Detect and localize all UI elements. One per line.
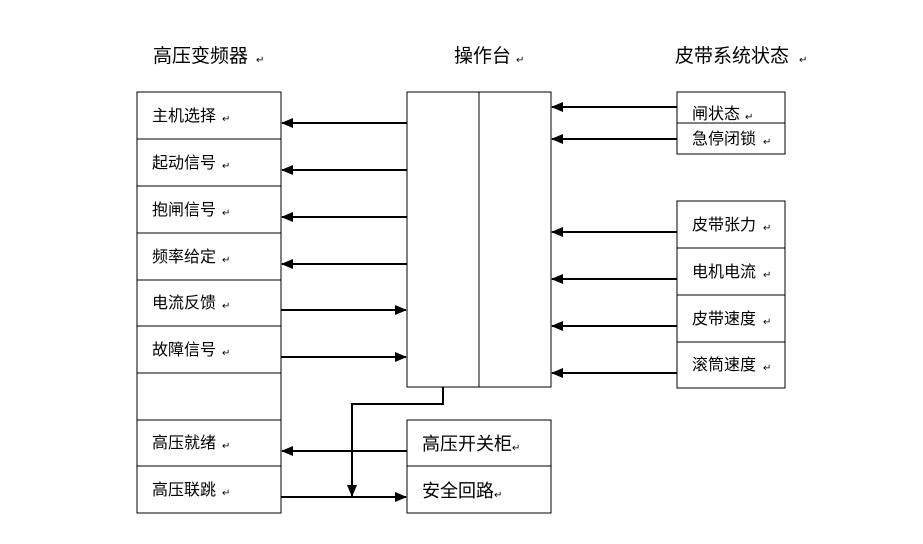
inverter-cell [136,325,282,374]
svg-text:高压就绪: 高压就绪 [152,433,216,452]
belt-cell [676,122,786,155]
inverter-item-frequency-setpoint: 频率给定 ↵ [152,247,230,266]
svg-text:电机电流: 电机电流 [692,262,756,281]
inverter-cell [136,465,282,514]
inverter-item-hv-trip: 高压联跳 ↵ [152,480,230,499]
svg-text:↵: ↵ [763,223,771,234]
hv-item-safety-loop: 安全回路 ↵ [422,481,502,502]
inverter-column: 主机选择 ↵ 起动信号 ↵ 抱闸信号 ↵ 频率给定 ↵ 电流反馈 ↵ 故障信号 … [136,91,282,514]
svg-text:↵: ↵ [516,55,524,66]
belt-item-tension: 皮带张力 ↵ [692,215,771,234]
inverter-cell [136,138,282,187]
svg-text:↵: ↵ [222,161,230,172]
inverter-cell [136,232,282,281]
svg-text:电流反馈: 电流反馈 [152,293,216,312]
svg-text:高压联跳: 高压联跳 [152,480,216,499]
svg-text:↵: ↵ [763,270,771,281]
svg-text:高压开关柜: 高压开关柜 [422,434,512,455]
inverter-item-host-select: 主机选择 ↵ [152,106,230,125]
svg-text:↵: ↵ [745,112,753,123]
svg-text:↵: ↵ [512,443,520,454]
hv-cell [406,465,552,514]
svg-text:操作台: 操作台 [454,45,511,67]
inverter-cell-empty [136,372,282,421]
inverter-cell [136,185,282,234]
svg-text:皮带速度: 皮带速度 [692,309,756,328]
belt-cell [676,294,786,343]
belt-item-belt-speed: 皮带速度 ↵ [692,309,771,328]
belt-item-emergency-lock: 急停闭锁 ↵ [692,129,771,148]
belt-status-title: 皮带系统状态 ↵ [675,45,807,67]
svg-text:急停闭锁: 急停闭锁 [692,129,756,148]
svg-text:滚筒速度: 滚筒速度 [692,355,756,374]
inverter-item-fault-signal: 故障信号 ↵ [152,340,230,359]
hv-item-switchgear: 高压开关柜 ↵ [422,434,520,455]
console-box [406,91,552,388]
inverter-item-current-feedback: 电流反馈 ↵ [152,293,230,312]
belt-cell [676,247,786,296]
svg-text:安全回路: 安全回路 [422,481,494,502]
svg-text:↵: ↵ [222,114,230,125]
svg-text:↵: ↵ [222,441,230,452]
belt-cell [676,200,786,249]
svg-text:↵: ↵ [222,488,230,499]
svg-text:皮带张力: 皮带张力 [692,215,756,234]
inverter-item-brake-signal: 抱闸信号 ↵ [152,200,230,219]
inverter-title: 高压变频器 ↵ [153,45,264,67]
belt-item-brake-status: 闸状态 ↵ [692,104,753,123]
svg-text:↵: ↵ [799,55,807,66]
svg-text:闸状态: 闸状态 [692,104,740,123]
belt-item-drum-speed: 滚筒速度 ↵ [692,355,771,374]
svg-text:↵: ↵ [763,317,771,328]
svg-text:↵: ↵ [763,363,771,374]
svg-text:主机选择: 主机选择 [152,106,216,125]
svg-text:↵: ↵ [256,55,264,66]
svg-text:↵: ↵ [763,137,771,148]
belt-status-column: 闸状态 ↵ 急停闭锁 ↵ 皮带张力 ↵ 电机电流 ↵ 皮带速度 ↵ 滚筒速度 ↵ [676,91,786,389]
belt-cell [676,91,786,124]
svg-text:抱闸信号: 抱闸信号 [152,200,216,219]
inverter-item-start-signal: 起动信号 ↵ [152,153,230,172]
belt-cell [676,341,786,389]
svg-text:高压变频器: 高压变频器 [153,45,248,67]
belt-item-motor-current: 电机电流 ↵ [692,262,771,281]
svg-text:皮带系统状态: 皮带系统状态 [675,45,789,67]
svg-text:↵: ↵ [222,208,230,219]
inverter-item-hv-ready: 高压就绪 ↵ [152,433,230,452]
svg-text:↵: ↵ [222,301,230,312]
console-title: 操作台 ↵ [454,45,524,67]
svg-text:起动信号: 起动信号 [152,153,216,172]
svg-text:↵: ↵ [222,255,230,266]
hv-column: 高压开关柜 ↵ 安全回路 ↵ [406,419,552,514]
svg-text:频率给定: 频率给定 [152,247,216,266]
inverter-cell [136,91,282,140]
svg-text:↵: ↵ [494,490,502,501]
svg-text:故障信号: 故障信号 [152,340,216,359]
svg-text:↵: ↵ [222,348,230,359]
